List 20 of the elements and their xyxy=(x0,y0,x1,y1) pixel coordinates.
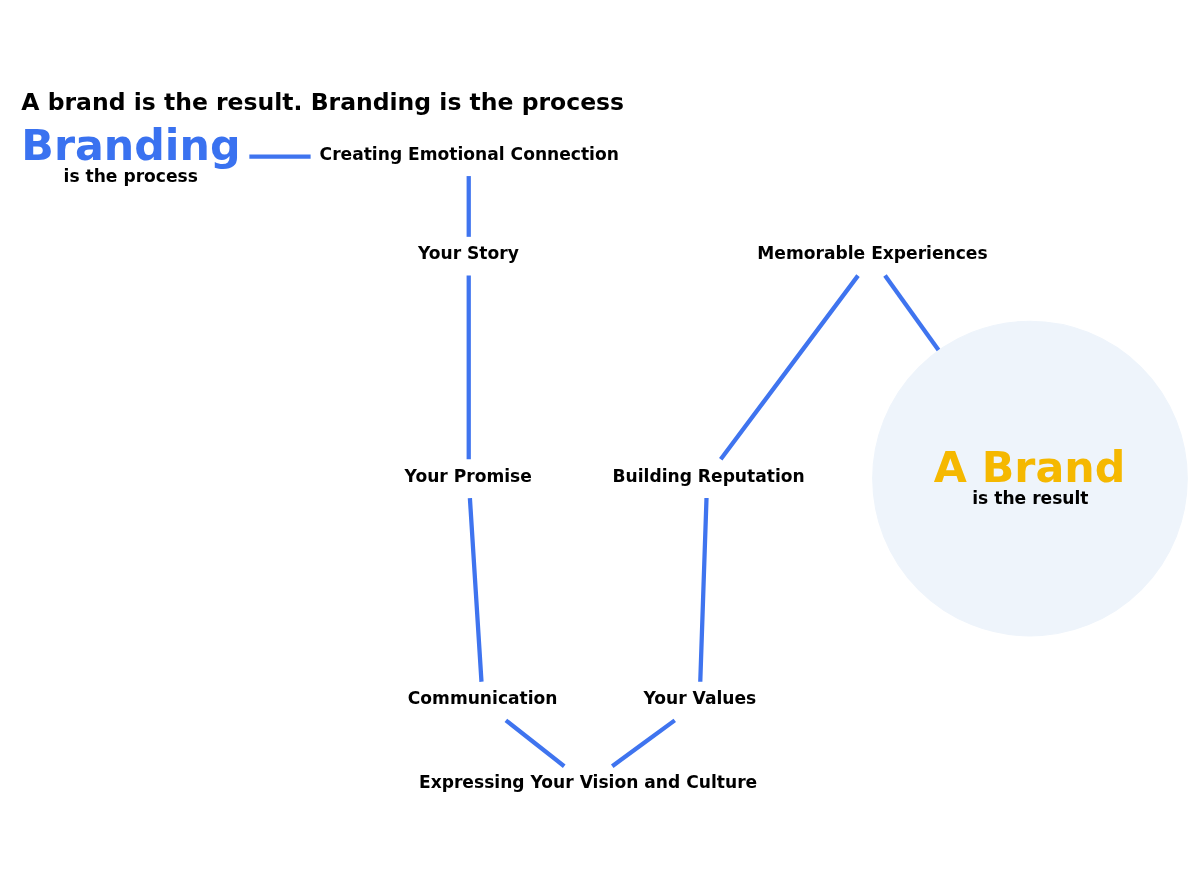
node-text: Communication xyxy=(407,687,558,708)
connector xyxy=(719,273,860,461)
node-text: Memorable Experiences xyxy=(757,242,988,263)
node-text: Creating Emotional Connection xyxy=(319,143,619,164)
node-text: Your Promise xyxy=(404,465,532,486)
node-text: Building Reputation xyxy=(612,465,805,486)
connector xyxy=(883,273,941,351)
connector xyxy=(466,175,471,237)
node-text: Your Values xyxy=(643,687,757,708)
connector xyxy=(610,718,676,768)
node-text: Your Story xyxy=(417,242,519,263)
connector xyxy=(504,718,566,768)
node-text: Expressing Your Vision and Culture xyxy=(419,771,758,792)
diagram-title: A brand is the result. Branding is the process xyxy=(21,87,625,116)
node-text: Branding is the process xyxy=(21,119,241,186)
connector xyxy=(698,497,709,682)
connector xyxy=(466,275,471,459)
connector xyxy=(249,154,311,159)
connector xyxy=(467,497,484,682)
node-circle: A Brand is the result xyxy=(872,320,1188,636)
